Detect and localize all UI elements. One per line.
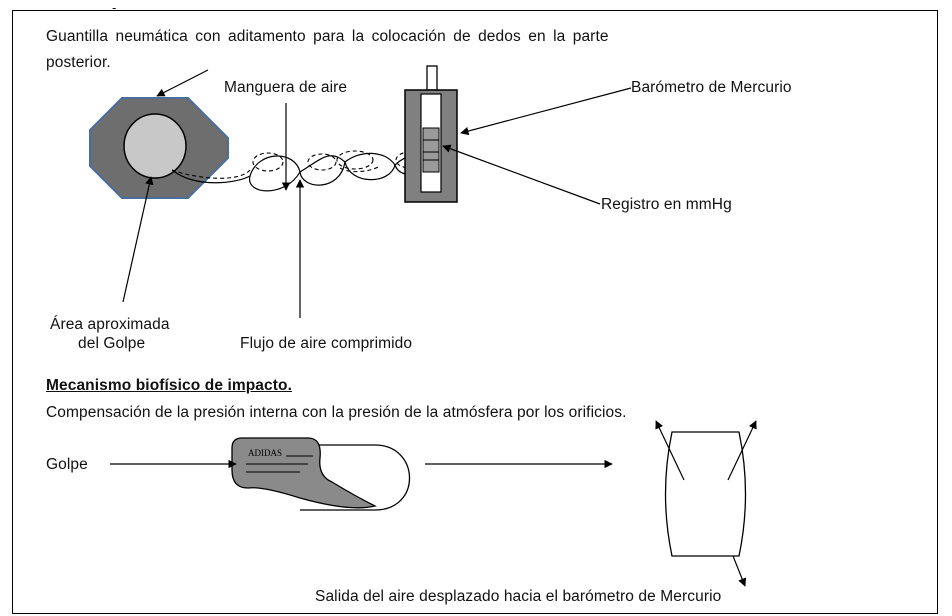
barometer-top-tube (426, 65, 438, 91)
label-area-line-1: Área aproximada (50, 316, 170, 333)
label-area-line-2: del Golpe (78, 335, 146, 352)
top-mark: - (112, 0, 117, 15)
arrow-title-to-glove (156, 69, 209, 97)
arrow-area-golpe (122, 176, 154, 303)
arrow-barometer-label (460, 87, 632, 136)
arrow-escape-left (655, 420, 685, 481)
label-registro: Registro en mmHg (601, 196, 732, 213)
label-flujo: Flujo de aire comprimido (240, 335, 413, 352)
section-heading: Mecanismo biofísico de impacto. (46, 377, 292, 394)
label-salida: Salida del aire desplazado hacia el baró… (315, 588, 722, 605)
title-line-1: Guantilla neumática con aditamento para … (46, 28, 609, 45)
glove-brand: ADIDAS (248, 448, 282, 458)
glove-shape (231, 437, 377, 509)
barometer-mercury (422, 127, 440, 173)
pressure-capsule (664, 431, 747, 557)
section-description: Compensación de la presión interna con l… (46, 404, 627, 421)
label-barometro: Barómetro de Mercurio (631, 79, 792, 96)
label-manguera: Manguera de aire (224, 79, 348, 96)
title-line-2: posterior. (46, 54, 111, 71)
impact-area-circle (123, 113, 187, 179)
arrow-escape-down (732, 555, 747, 587)
label-golpe: Golpe (46, 456, 88, 473)
diagram-frame (12, 10, 938, 614)
arrow-registro-label (442, 144, 601, 205)
arrow-escape-right (727, 420, 757, 481)
